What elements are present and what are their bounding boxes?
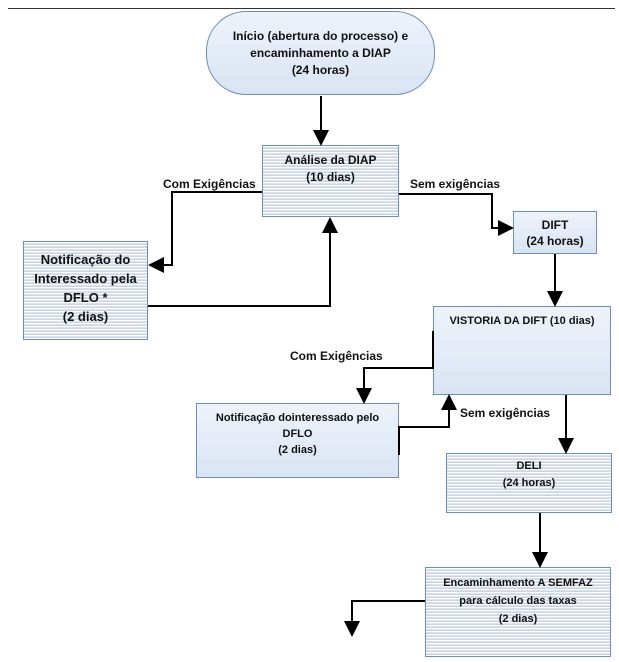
arrow-vistoria-to-notif2 [356, 331, 434, 404]
header-rule [8, 8, 615, 9]
node-start-line2: encaminhamento a DIAP [250, 45, 391, 60]
arrow-notif1-to-analise [148, 217, 338, 307]
label-com-exigencias-2: Com Exigências [290, 349, 383, 363]
node-start: Início (abertura do processo) e encaminh… [206, 11, 435, 95]
node-deli-line2: (24 horas) [502, 477, 556, 489]
arrow-analise-to-dift [399, 193, 514, 236]
node-analise-line2: (10 dias) [306, 170, 355, 184]
label-sem-exigencias-2: Sem exigências [460, 406, 551, 420]
node-notif2-line1: Notificação dointeressado pelo [215, 412, 380, 424]
arrow-notif2-to-vistoria [398, 394, 457, 455]
node-notif1-line3: DFLO * [63, 290, 108, 305]
node-notif1-line2: Interessado pela [34, 271, 137, 286]
arrow-analise-to-notif1 [148, 191, 262, 273]
node-analise-diap: Análise da DIAP (10 dias) [262, 145, 399, 217]
node-dift-line2: (24 horas) [526, 234, 584, 248]
node-start-line1: Início (abertura do processo) e [232, 28, 409, 43]
node-deli: DELI (24 horas) [446, 453, 612, 513]
node-deli-line1: DELI [516, 460, 542, 472]
node-start-line3: (24 horas) [291, 62, 350, 77]
node-notif2-line3: (2 dias) [278, 444, 317, 456]
node-semfaz-line3: (2 dias) [498, 613, 538, 625]
node-notificacao-2: Notificação dointeressado pelo DFLO (2 d… [196, 403, 399, 478]
node-notif1-line4: (2 dias) [62, 309, 109, 324]
node-vistoria-dift: VISTORIA DA DIFT (10 dias) [433, 306, 611, 395]
node-dift: DIFT (24 horas) [513, 211, 597, 254]
node-semfaz: Encaminhamento A SEMFAZ para cálculo das… [425, 567, 611, 657]
node-dift-line1: DIFT [541, 218, 569, 232]
arrow-semfaz-exit [344, 600, 425, 637]
label-sem-exigencias-1: Sem exigências [410, 177, 501, 191]
node-semfaz-line1: Encaminhamento A SEMFAZ [443, 577, 593, 589]
node-vistoria-line1: VISTORIA DA DIFT (10 dias) [449, 315, 595, 327]
node-notificacao-1: Notificação do Interessado pela DFLO * (… [23, 241, 148, 340]
node-analise-line1: Análise da DIAP [284, 153, 377, 167]
node-notif1-line1: Notificação do [40, 252, 131, 267]
label-com-exigencias-1: Com Exigências [163, 177, 256, 191]
node-notif2-line2: DFLO [282, 428, 313, 440]
node-semfaz-line2: para cálculo das taxas [459, 595, 577, 607]
